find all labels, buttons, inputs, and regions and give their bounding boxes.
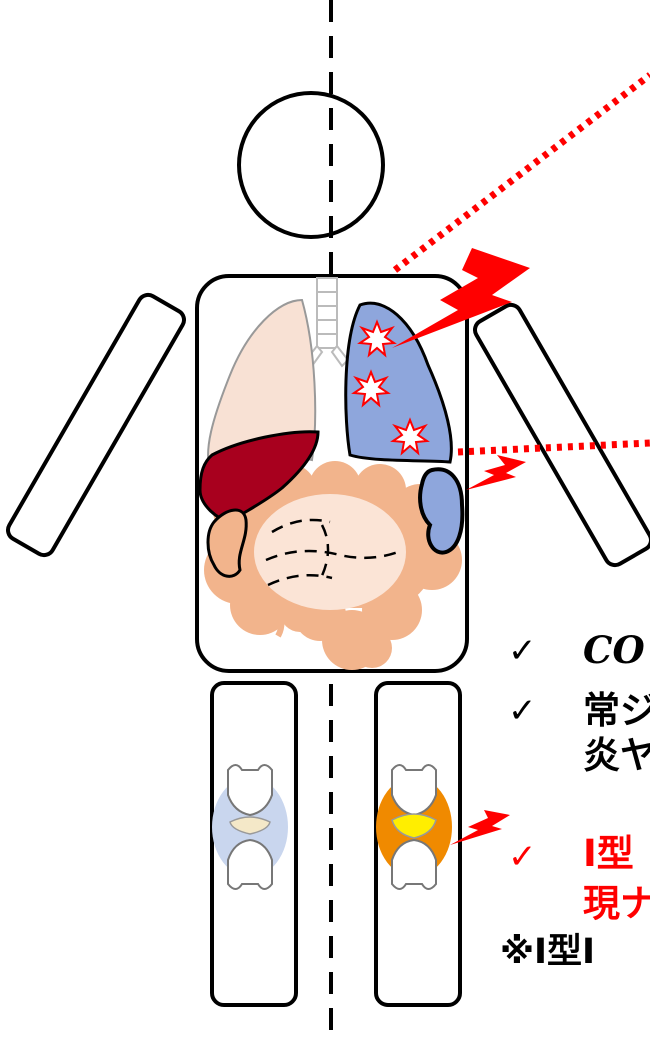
check-icon: ✓ [508, 694, 537, 728]
check-icon: ✓ [508, 634, 537, 668]
list-item-2-line2: 炎ヤ [583, 737, 650, 774]
list-item-2-line1: 常ジ [583, 692, 650, 729]
head-outline [239, 93, 383, 237]
list-item-copd: CO [583, 632, 645, 669]
right-arm-outline [4, 291, 187, 558]
check-icon: ✓ [508, 840, 537, 874]
list-item-3-line2: 現ナ [583, 885, 650, 922]
left-arm-outline [471, 301, 650, 568]
lightning-icon-small [466, 455, 526, 490]
footnote: ※I型I [500, 935, 595, 970]
list-item-3-line1: I型 [583, 835, 634, 872]
